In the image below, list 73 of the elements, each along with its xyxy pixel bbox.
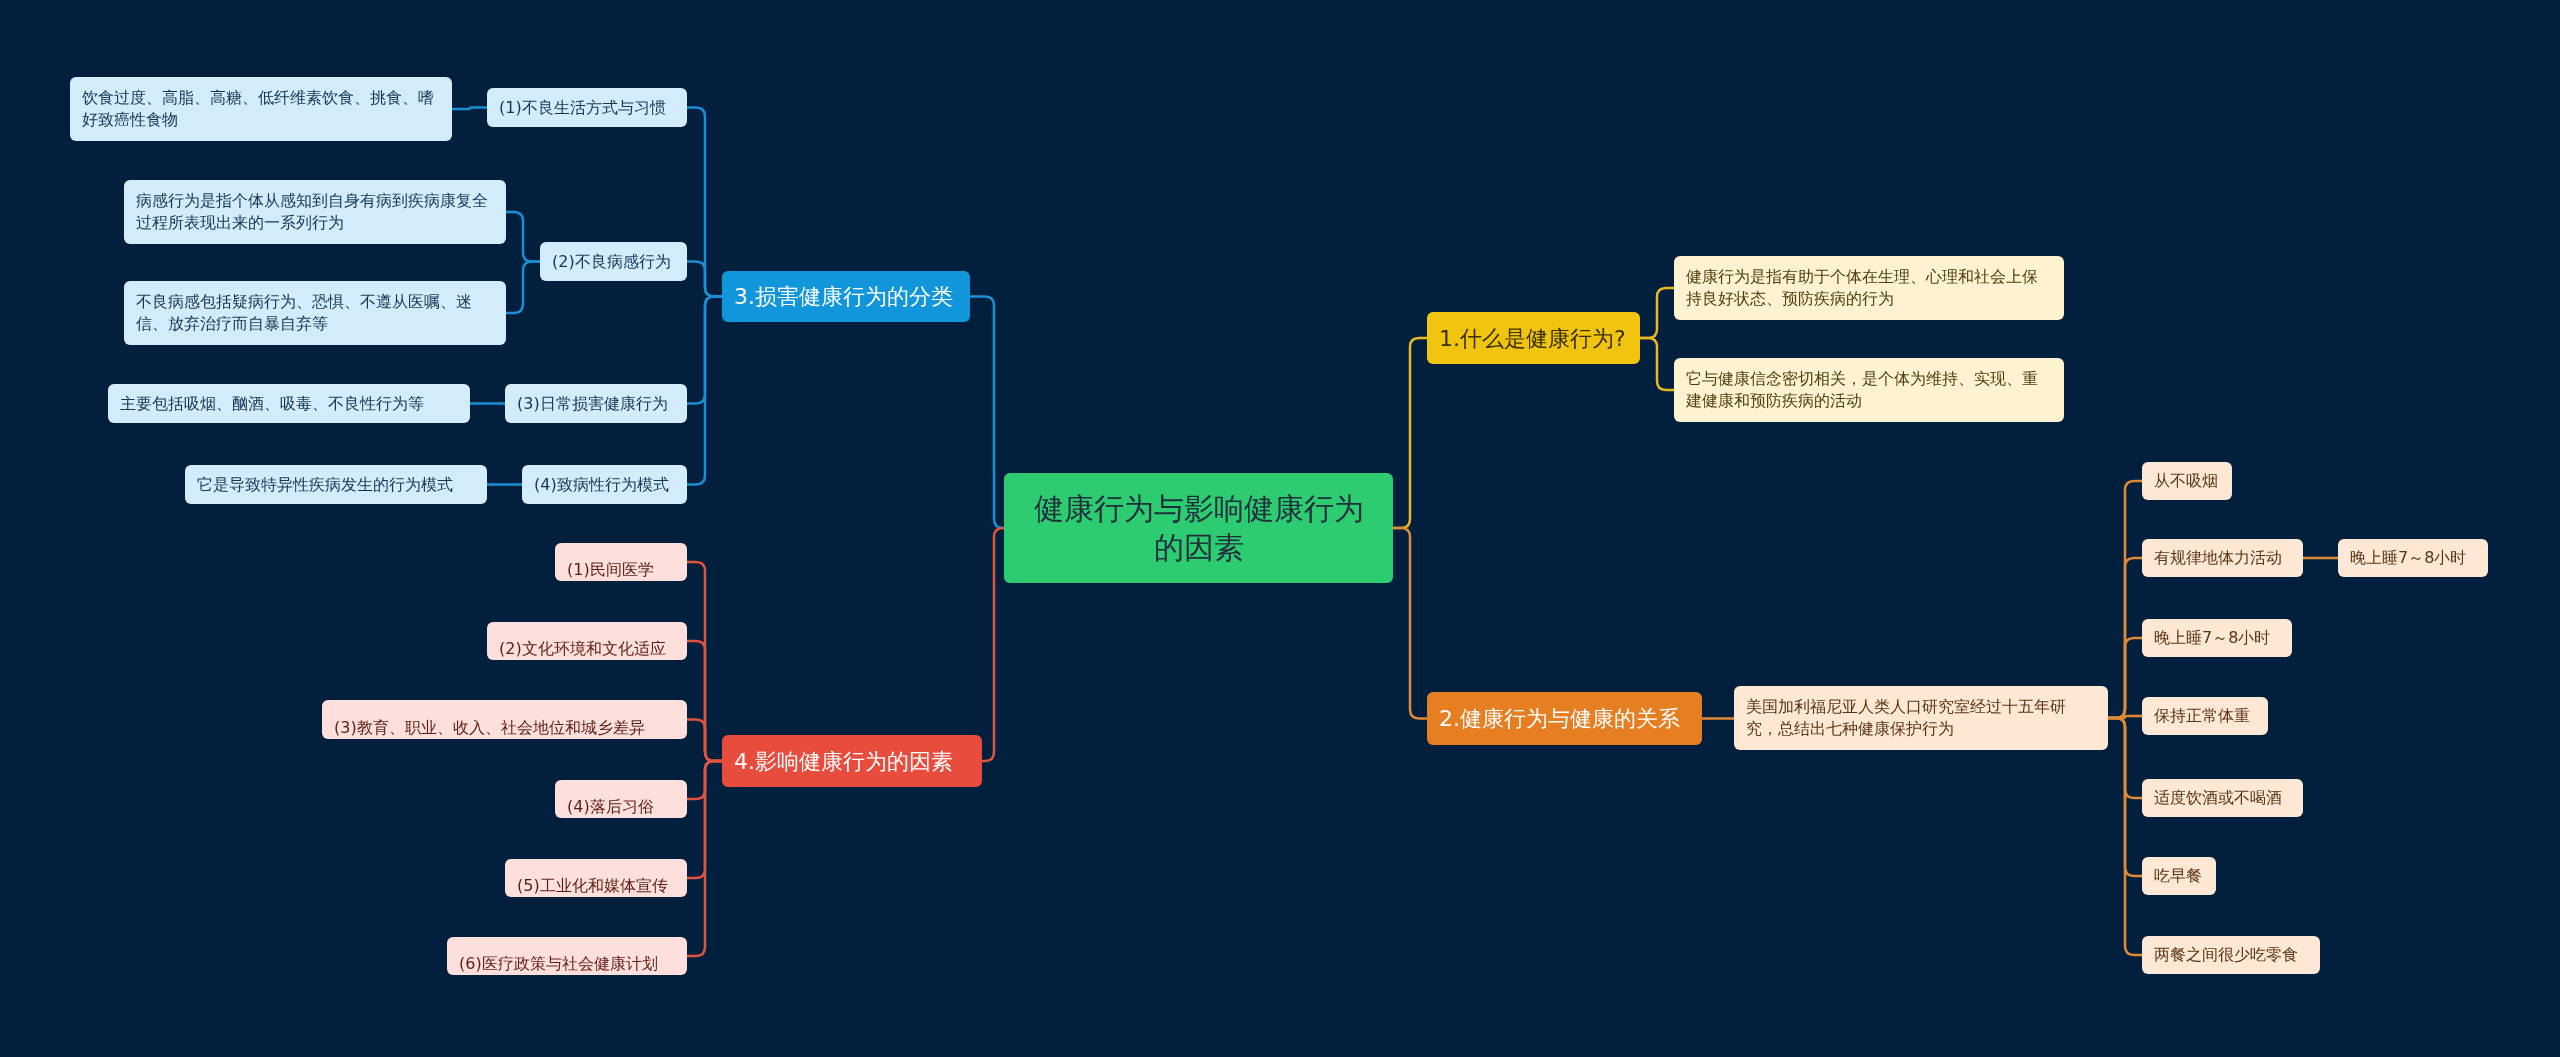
connector-line	[2108, 716, 2142, 957]
subtopic-box	[2338, 539, 2488, 577]
subtopic-box	[1734, 686, 2108, 750]
topic-text: 晚上睡7～8小时	[2350, 547, 2468, 569]
subtopic-box	[2142, 462, 2232, 500]
connector-line	[1393, 526, 1427, 720]
connector-line	[452, 106, 487, 111]
subtopic-box	[2142, 857, 2216, 895]
topic-text: (5)工业化和媒体宣传	[517, 875, 669, 897]
connector-line	[506, 260, 540, 315]
subtopic-box	[487, 88, 687, 127]
connector-line	[470, 402, 505, 405]
subtopic-box	[2142, 619, 2292, 657]
subtopic-box	[124, 180, 506, 244]
connector-line	[1640, 336, 1674, 392]
topic-text: 主要包括吸烟、酗酒、吸毒、不良性行为等	[120, 392, 425, 415]
subtopic-box	[124, 281, 506, 345]
topic-text: 3.损害健康行为的分类	[734, 283, 954, 311]
branch-topic-box	[1427, 692, 1702, 745]
topic-text: 病感行为是指个体从感知到自身有病到疾病康复全过程所表现出来的一系列行为	[136, 190, 489, 234]
subtopic-box	[505, 384, 687, 423]
subtopic-box	[2142, 779, 2303, 817]
topic-text: 饮食过度、高脂、高糖、低纤维素饮食、挑食、嗜好致癌性食物	[82, 87, 435, 131]
connector-line	[687, 295, 722, 486]
topic-text: 保持正常体重	[2154, 705, 2251, 727]
topic-text: 1.什么是健康行为?	[1439, 324, 1627, 353]
subtopic-box	[70, 77, 452, 141]
connector-line	[2303, 556, 2338, 560]
topic-text: (6)医疗政策与社会健康计划	[459, 953, 659, 975]
subtopic-box	[555, 543, 687, 581]
subtopic-box	[505, 859, 687, 897]
topic-text: 适度饮酒或不喝酒	[2154, 787, 2283, 809]
central-topic-box	[1004, 473, 1393, 583]
topic-text: 晚上睡7～8小时	[2154, 627, 2272, 649]
topic-text: 它与健康信念密切相关，是个体为维持、实现、重建健康和预防疾病的活动	[1686, 368, 2039, 412]
subtopic-box	[322, 700, 687, 739]
subtopic-box	[1674, 256, 2064, 320]
connector-line	[1702, 717, 1734, 720]
subtopic-box	[185, 465, 487, 504]
subtopic-box	[1674, 358, 2064, 422]
topic-text: 它是导致特异性疾病发生的行为模式	[197, 473, 454, 496]
topic-text: 不良病感包括疑病行为、恐惧、不遵从医嘱、迷信、放弃治疗而自暴自弃等	[136, 291, 473, 335]
branch-topic-box	[722, 735, 982, 787]
subtopic-box	[555, 780, 687, 818]
subtopic-box	[108, 384, 470, 423]
topic-text: (4)致病性行为模式	[534, 473, 670, 496]
topic-text: 吃早餐	[2154, 865, 2203, 887]
topic-text: 健康行为与影响健康行为的因素	[1032, 490, 1365, 567]
branch-topic-box	[1427, 312, 1640, 364]
topic-text: 4.影响健康行为的因素	[734, 747, 954, 776]
topic-text: 有规律地体力活动	[2154, 547, 2283, 569]
subtopic-box	[2142, 936, 2320, 974]
subtopic-box	[487, 622, 687, 660]
branch-topic-box	[722, 271, 970, 322]
topic-text: 从不吸烟	[2154, 470, 2219, 492]
topic-text: (2)文化环境和文化适应	[499, 638, 667, 660]
topic-text: (3)日常损害健康行为	[517, 392, 669, 415]
subtopic-box	[2142, 697, 2268, 735]
topic-text: (1)民间医学	[567, 559, 655, 581]
topic-text: (1)不良生活方式与习惯	[499, 96, 667, 119]
topic-text: (3)教育、职业、收入、社会地位和城乡差异	[334, 717, 646, 739]
topic-text: 健康行为是指有助于个体在生理、心理和社会上保持良好状态、预防疾病的行为	[1686, 266, 2039, 310]
subtopic-box	[2142, 539, 2303, 577]
subtopic-box	[540, 242, 687, 281]
connector-line	[487, 483, 522, 486]
connector-line	[687, 759, 722, 958]
subtopic-box	[447, 937, 687, 975]
topic-text: (2)不良病感行为	[552, 250, 672, 273]
topic-text: 两餐之间很少吃零食	[2154, 944, 2299, 966]
topic-text: (4)落后习俗	[567, 796, 655, 818]
subtopic-box	[522, 465, 687, 504]
topic-text: 2.健康行为与健康的关系	[1439, 705, 1681, 733]
topic-text: 美国加利福尼亚人类人口研究室经过十五年研究，总结出七种健康保护行为	[1746, 696, 2067, 740]
